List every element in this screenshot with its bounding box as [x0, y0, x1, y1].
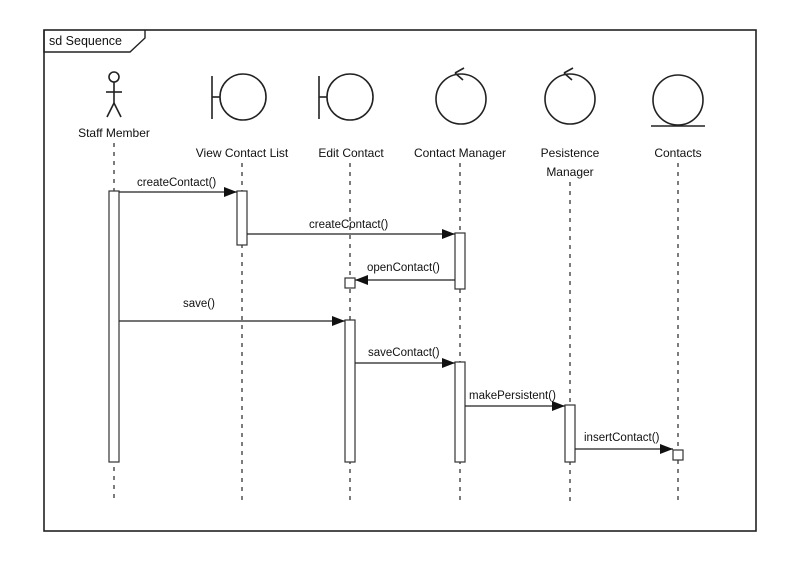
frame-title-box — [43, 30, 146, 53]
message-label: makePersistent() — [469, 390, 556, 402]
control-icon — [435, 67, 487, 125]
participant-label-pmgr-line2: Manager — [546, 165, 593, 179]
actor-icon — [106, 71, 122, 118]
message-label: insertContact() — [584, 432, 660, 444]
activation-bar-cmgr-save — [454, 361, 466, 463]
activation-bar-edit — [344, 319, 356, 463]
activation-bar-edit-open — [344, 277, 356, 289]
activation-bar-staff — [108, 190, 120, 463]
message-label: save() — [183, 298, 215, 310]
message-insert-contact: insertContact() — [575, 432, 673, 454]
activation-bar-cmgr — [454, 232, 466, 290]
diagram-frame — [43, 29, 757, 532]
message-label: saveContact() — [368, 347, 440, 359]
participant-label-pmgr: Pesistence — [541, 146, 600, 160]
participant-label-contacts: Contacts — [654, 146, 701, 160]
message-make-persistent: makePersistent() — [465, 390, 565, 411]
control-icon — [544, 67, 596, 125]
frame-title: sd Sequence — [49, 34, 122, 48]
activation-bar-pmgr — [564, 404, 576, 463]
participant-label-staff: Staff Member — [78, 126, 150, 140]
message-open-contact: openContact() — [355, 262, 455, 285]
participant-label-view: View Contact List — [196, 146, 289, 160]
message-create-contact-1: createContact() — [119, 177, 237, 197]
message-save-contact: saveContact() — [355, 347, 455, 368]
message-label: createContact() — [309, 219, 388, 231]
activation-bar-contacts — [672, 449, 684, 461]
participant-label-cmgr: Contact Manager — [414, 146, 506, 160]
message-label: openContact() — [367, 262, 440, 274]
entity-icon — [651, 74, 705, 127]
message-create-contact-2: createContact() — [247, 219, 455, 239]
boundary-icon — [318, 73, 374, 121]
activation-bar-view — [236, 190, 248, 246]
message-label: createContact() — [137, 177, 216, 189]
message-save: save() — [119, 298, 345, 326]
boundary-icon — [211, 73, 267, 121]
participant-label-edit: Edit Contact — [318, 146, 384, 160]
